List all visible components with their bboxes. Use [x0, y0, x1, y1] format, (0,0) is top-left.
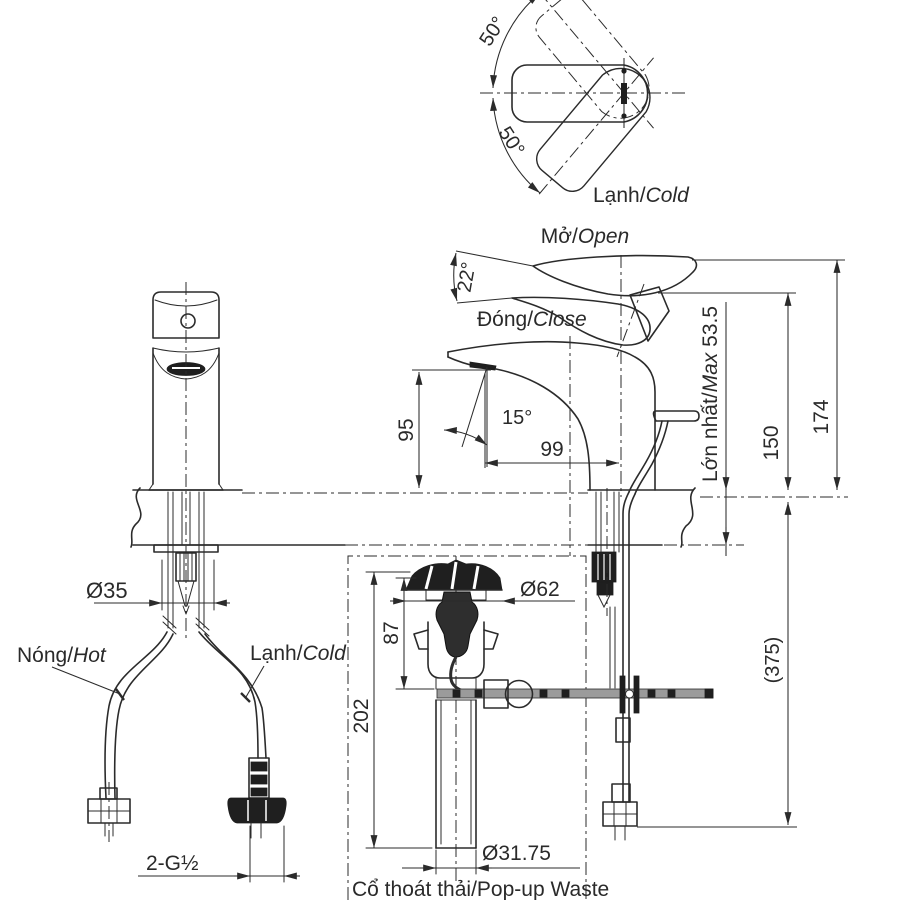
popup-caption: Cổ thoát thải/Pop-up Waste: [352, 878, 609, 900]
handle-open-outline: [532, 254, 698, 297]
popup-waste-view: Ø62 87 202 Ø31.75 Cổ thoát thải/Pop-up W…: [347, 555, 714, 900]
clevis-pin: [625, 689, 634, 699]
lift-rod-knob: [652, 410, 700, 422]
washer: [153, 544, 219, 553]
dim-max-53-label: Lớn nhất/Max 53.5: [699, 306, 722, 482]
hot-hose-nut: [87, 798, 131, 824]
handle-open-position-lower: [536, 67, 651, 192]
dim-174-label: 174: [810, 399, 833, 434]
deck-break-right: [680, 487, 696, 548]
close-label: Đóng/Close: [477, 308, 587, 331]
dim-99-label: 99: [540, 438, 563, 461]
countertop-section: [130, 487, 848, 548]
side-view-faucet: 22° 15° 95 99 Mở/Open Đóng/Close 174: [395, 225, 845, 841]
front-cold-label: Lạnh/Cold: [250, 642, 347, 665]
dim-150-label: 150: [760, 425, 783, 460]
angle-50-lower-label: 50°: [494, 123, 529, 160]
angle-15-label: 15°: [502, 407, 532, 429]
dim-202-label: 202: [350, 698, 373, 733]
front-view-faucet: Ø35 Nóng/Hot Lạnh/Cold 2-G½: [17, 282, 347, 883]
angle-22-label: 22°: [454, 260, 481, 294]
handle-open-position-upper: [535, 0, 650, 119]
dim-hole-label: Ø35: [86, 578, 128, 603]
lift-rod: [622, 491, 630, 803]
handle-lever: [629, 286, 670, 342]
deck-break-left: [130, 487, 142, 548]
handle-closed-outline: [511, 296, 651, 346]
open-label: Mở/Open: [541, 225, 629, 248]
front-mounting-nut: [175, 552, 197, 582]
dim-87-label: 87: [380, 621, 403, 644]
cold-hose-nut: [227, 797, 287, 824]
waste-stopper: [435, 591, 479, 658]
angle-50-upper-label: 50°: [475, 13, 510, 50]
handle-dot: [180, 313, 196, 329]
dim-flange-label: Ø62: [520, 578, 560, 601]
hot-label: Nóng/Hot: [17, 644, 107, 667]
thread-label: 2-G½: [146, 852, 199, 875]
front-handle: [152, 291, 220, 339]
cold-hose: [198, 631, 259, 759]
aerator-outlet: [469, 361, 497, 371]
hot-hose: [104, 631, 168, 799]
spout-body: [447, 340, 656, 491]
dim-95-label: 95: [395, 418, 418, 441]
dim-375-label: (375): [762, 637, 784, 684]
ball-joint: [504, 679, 534, 709]
top-view-handle-rotation: 50° 50° Lạnh/Cold: [475, 0, 690, 207]
dim-pipe-label: Ø31.75: [482, 842, 551, 865]
top-view-cold-label: Lạnh/Cold: [593, 184, 690, 207]
detail-box: [347, 555, 587, 900]
